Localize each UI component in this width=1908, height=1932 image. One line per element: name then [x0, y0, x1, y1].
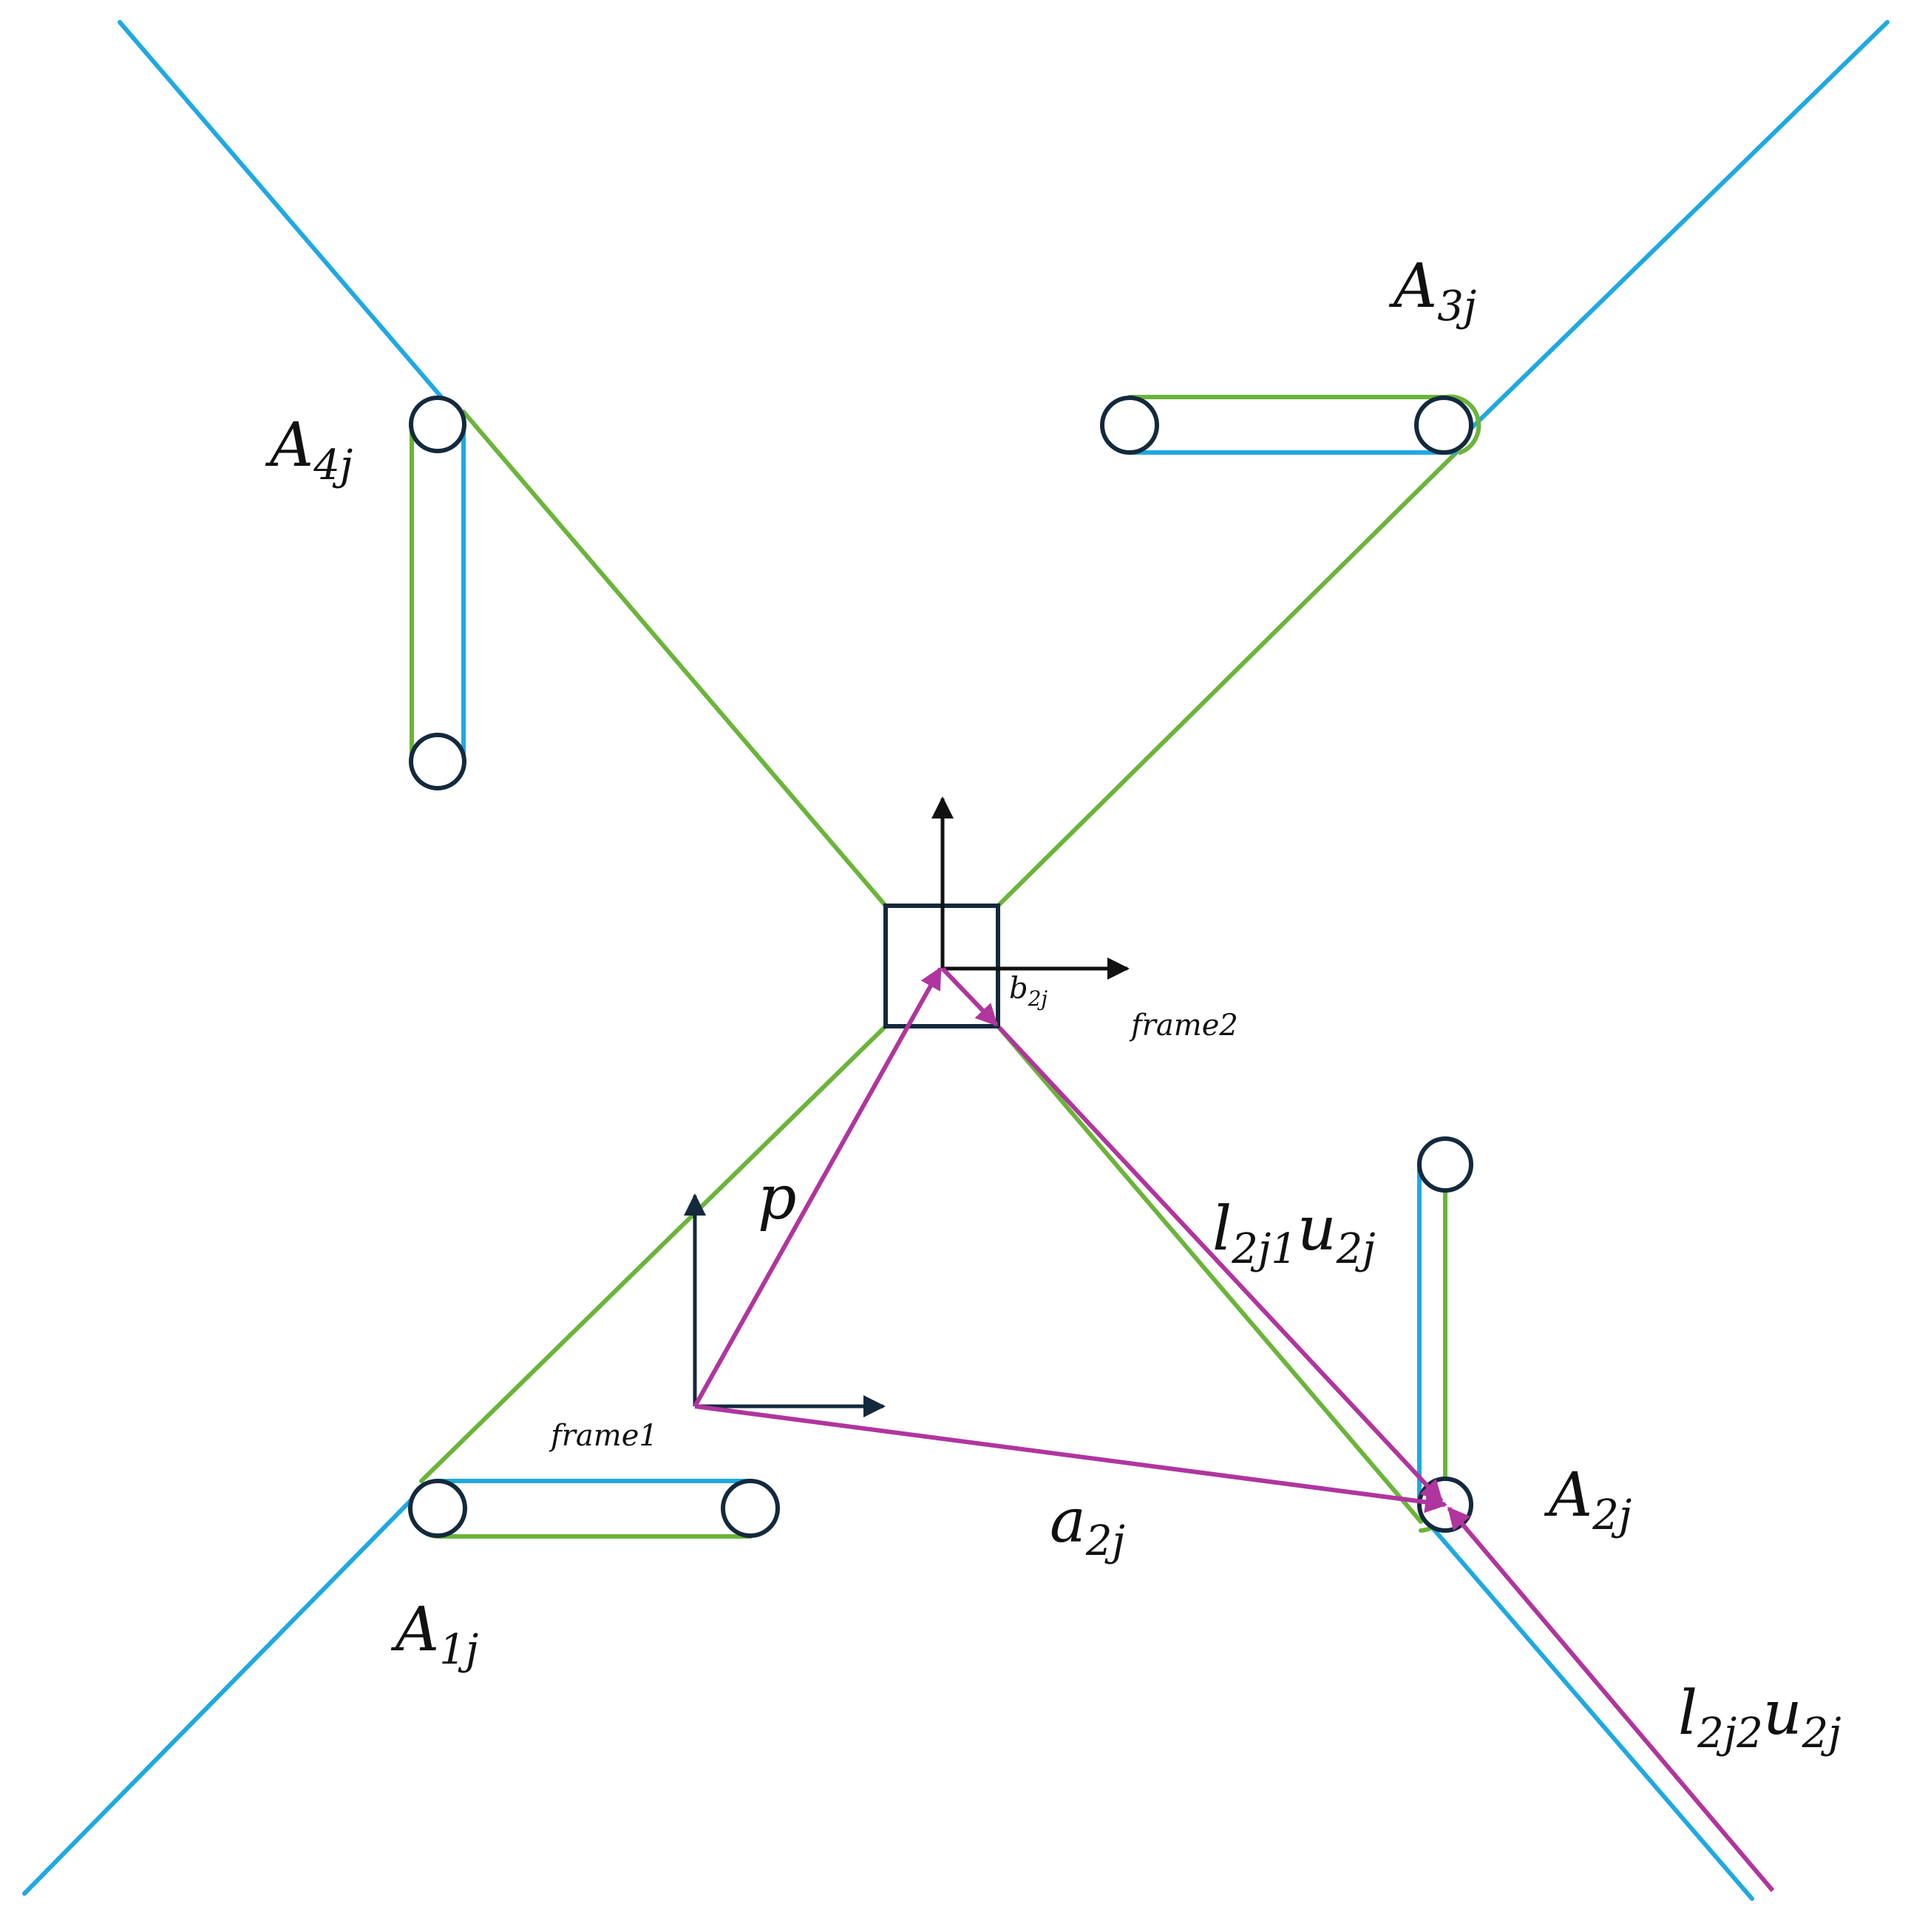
vector-b2j: [940, 966, 999, 1027]
pulley-a1-right: [721, 1479, 780, 1538]
label-a2j-vector: a2j: [1050, 1486, 1125, 1565]
blue-cable-bottom-right: [1423, 1517, 1754, 1901]
blue-cable-top-right: [1456, 20, 1890, 444]
green-cable-a2-to-platform: [996, 1024, 1423, 1524]
label-frame2: frame2: [1129, 1009, 1238, 1043]
pulley-pair-a3: [1100, 394, 1481, 455]
pulley-pair-a4: [409, 396, 466, 790]
vector-l2j1-u2j: [997, 1026, 1444, 1503]
label-l2j1-u2j: l2j1u2j: [1212, 1194, 1376, 1273]
pulley-a2-top: [1417, 1136, 1473, 1193]
green-cable-a1-to-platform: [419, 1024, 888, 1483]
blue-cable-top-left: [118, 20, 444, 399]
pulley-a4-bottom: [409, 733, 466, 790]
vector-l2j2-u2j: [1447, 1506, 1775, 1892]
pulley-pair-a1: [408, 1479, 780, 1539]
green-cable-a3-to-platform: [996, 450, 1459, 908]
pulley-a3-right: [1414, 396, 1473, 455]
vector-a2j: [694, 1404, 1447, 1514]
label-l2j2-u2j: l2j2u2j: [1678, 1678, 1841, 1758]
green-cable-a4-to-platform: [461, 410, 888, 908]
label-a1j: A1j: [390, 1595, 478, 1674]
pulley-a1-left: [408, 1479, 467, 1538]
blue-cable-bottom-left: [22, 1497, 414, 1896]
pulley-pair-a2: [1417, 1136, 1473, 1533]
label-p: p: [758, 1163, 797, 1233]
pulley-a4-top: [409, 396, 466, 453]
vector-p: [693, 966, 943, 1408]
label-b2j: b2j: [1009, 972, 1048, 1011]
label-a2j-anchor: A2j: [1544, 1460, 1632, 1539]
pulley-a3-left: [1100, 396, 1159, 455]
label-a4j: A4j: [265, 410, 353, 489]
label-a3j: A3j: [1388, 251, 1476, 331]
label-frame1: frame1: [549, 1419, 658, 1453]
